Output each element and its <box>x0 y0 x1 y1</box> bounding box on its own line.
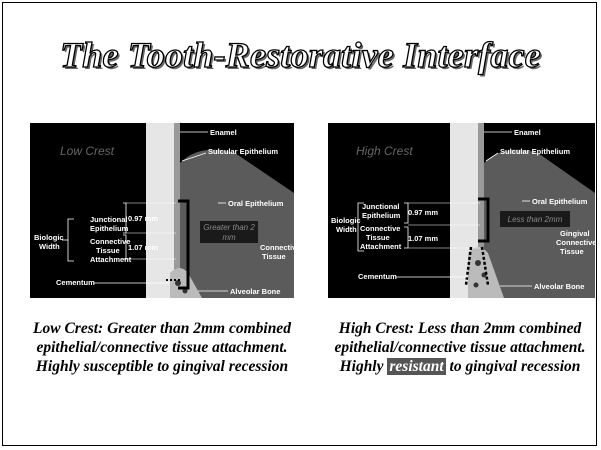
greater-than-box <box>200 221 258 243</box>
resistant-highlight: resistant <box>387 358 446 375</box>
oral-epithelium-label: Oral Epithelium <box>532 197 588 206</box>
junctional-label-2: Epithelium <box>362 211 401 220</box>
enamel-label: Enamel <box>210 128 237 137</box>
high-crest-caption: High Crest: Less than 2mm combined epith… <box>322 319 598 376</box>
biologic-label-2: Width <box>336 225 357 234</box>
crest-label: Low Crest <box>60 144 115 158</box>
sulcular-label: Sulcular Epithelium <box>500 147 570 156</box>
less-than-text: Less than 2mm <box>508 215 563 224</box>
oral-epithelium-label: Oral Epithelium <box>228 199 284 208</box>
low-crest-diagram-svg: Low Crest Enamel Sulcular Epithelium Ora… <box>34 123 294 298</box>
enamel-label: Enamel <box>514 128 541 137</box>
connective-label-2: Tissue <box>366 233 390 242</box>
tooth-edge <box>478 123 484 298</box>
connective-tissue-label-2: Tissue <box>262 252 286 261</box>
biologic-label-1: Biologic <box>34 233 64 242</box>
cementum-label: Cementum <box>56 278 95 287</box>
junctional-label-1: Junctional <box>90 215 128 224</box>
width-bracket <box>178 199 190 290</box>
tooth-enamel-dentin <box>146 123 174 298</box>
tooth-edge <box>174 123 180 298</box>
biologic-label-2: Width <box>39 242 60 251</box>
connective-label-1: Connective <box>90 237 130 246</box>
crest-label: High Crest <box>356 144 413 158</box>
alveolar-bone-label: Alveolar Bone <box>534 282 584 291</box>
connective-label-2: Tissue <box>96 246 120 255</box>
gingival-label-3: Tissue <box>560 247 584 256</box>
alveolar-bone <box>170 268 202 298</box>
high-crest-caption-part1: High Crest: Less than 2mm combined epith… <box>334 320 586 375</box>
je-measurement: 0.97 mm <box>128 214 158 223</box>
gingival-label-2: Connective <box>556 238 595 247</box>
greater-than-text-1: Greater than 2 <box>203 223 255 232</box>
slide-title: The Tooth-Restorative Interface <box>59 34 541 75</box>
cementum-label: Cementum <box>358 272 397 281</box>
connective-label-1: Connective <box>360 224 400 233</box>
junctional-label-2: Epithelium <box>90 224 129 233</box>
high-crest-caption-part2: to gingival recession <box>445 358 581 375</box>
low-crest-caption: Low Crest: Greater than 2mm combined epi… <box>33 320 291 375</box>
alveolar-bone-label: Alveolar Bone <box>230 287 280 296</box>
less-than-box <box>500 211 570 227</box>
greater-than-text-2: mm <box>222 233 236 242</box>
low-crest-diagram: Low Crest Enamel Sulcular Epithelium Ora… <box>30 123 294 298</box>
je-measurement: 0.97 mm <box>408 208 438 217</box>
high-crest-diagram-svg: High Crest Enamel Sulcular Epithelium Or… <box>331 123 595 298</box>
junctional-label-1: Junctional <box>362 202 400 211</box>
ct-measurement: 1.07 mm <box>408 234 438 243</box>
slide-frame <box>2 2 597 446</box>
connective-tissue-label-1: Connective <box>260 243 294 252</box>
sulcular-label: Sulcular Epithelium <box>208 147 278 156</box>
high-crest-diagram: High Crest Enamel Sulcular Epithelium Or… <box>328 123 595 298</box>
connective-label-3: Attachment <box>360 242 402 251</box>
biologic-label-1: Biologic <box>331 216 361 225</box>
ct-measurement: 1.07 mm <box>128 243 158 252</box>
width-bracket <box>478 197 490 243</box>
gingival-label-1: Gingival <box>560 229 590 238</box>
connective-label-3: Attachment <box>90 255 132 264</box>
